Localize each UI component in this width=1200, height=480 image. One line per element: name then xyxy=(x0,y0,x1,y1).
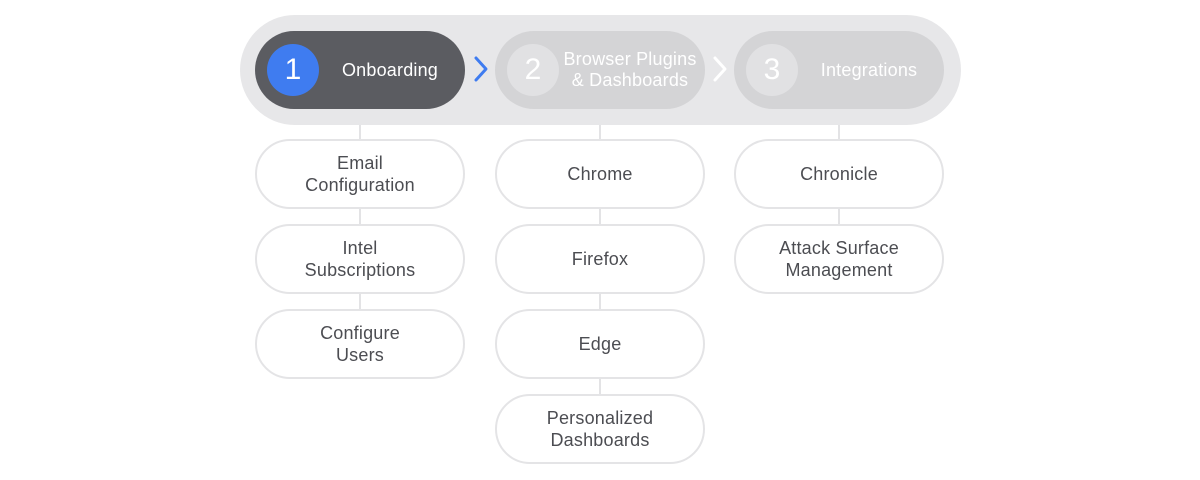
node-label: Personalized Dashboards xyxy=(546,408,654,450)
connector-line xyxy=(599,209,601,225)
node-label: Chrome xyxy=(567,164,633,184)
node-label: Edge xyxy=(578,334,622,354)
node-label: Configure Users xyxy=(320,323,400,365)
step-browser-plugins-dashboards[interactable]: 2 Browser Plugins & Dashboards xyxy=(495,31,705,109)
node-attack-surface-management[interactable]: Attack Surface Management xyxy=(734,224,944,294)
node-label: Firefox xyxy=(571,249,629,269)
step-number-badge: 2 xyxy=(507,44,559,96)
chevron-right-icon xyxy=(713,56,727,82)
node-email-configuration[interactable]: Email Configuration xyxy=(255,139,465,209)
node-configure-users[interactable]: Configure Users xyxy=(255,309,465,379)
node-edge[interactable]: Edge xyxy=(495,309,705,379)
node-label: Intel Subscriptions xyxy=(304,238,416,280)
node-label: Attack Surface Management xyxy=(779,238,899,280)
node-label: Chronicle xyxy=(800,164,878,184)
node-chrome[interactable]: Chrome xyxy=(495,139,705,209)
connector-line xyxy=(599,379,601,395)
node-personalized-dashboards[interactable]: Personalized Dashboards xyxy=(495,394,705,464)
step-label: Integrations xyxy=(820,59,918,80)
node-intel-subscriptions[interactable]: Intel Subscriptions xyxy=(255,224,465,294)
step-number-badge: 1 xyxy=(267,44,319,96)
step-label: Browser Plugins & Dashboards xyxy=(563,49,697,90)
connector-line xyxy=(359,125,361,140)
chevron-right-icon xyxy=(474,56,488,82)
connector-line xyxy=(838,209,840,225)
connector-line xyxy=(599,294,601,310)
connector-line xyxy=(359,209,361,225)
node-firefox[interactable]: Firefox xyxy=(495,224,705,294)
connector-line xyxy=(838,125,840,140)
connector-line xyxy=(359,294,361,310)
step-label: Onboarding xyxy=(341,59,439,80)
step-onboarding[interactable]: 1 Onboarding xyxy=(255,31,465,109)
step-number-badge: 3 xyxy=(746,44,798,96)
step-integrations[interactable]: 3 Integrations xyxy=(734,31,944,109)
connector-line xyxy=(599,125,601,140)
node-chronicle[interactable]: Chronicle xyxy=(734,139,944,209)
node-label: Email Configuration xyxy=(305,153,415,195)
